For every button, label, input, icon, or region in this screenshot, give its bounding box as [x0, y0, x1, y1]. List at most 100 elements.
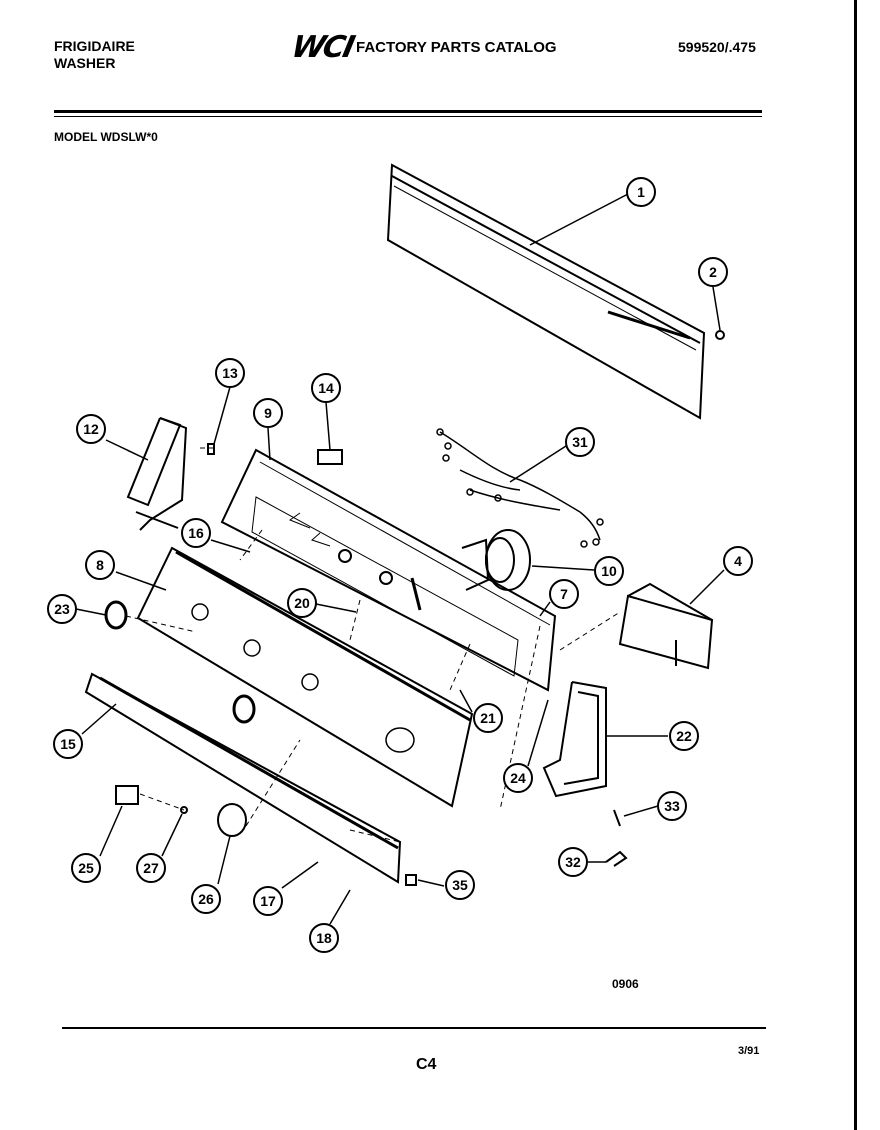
callout-9: 9 [253, 398, 283, 428]
model-label: MODEL WDSLW*0 [54, 130, 158, 144]
callout-label: 22 [676, 728, 692, 744]
page-edge [854, 0, 857, 1130]
callout-label: 10 [601, 563, 617, 579]
callout-circle [215, 358, 245, 388]
part-10-timer [461, 529, 531, 591]
part-25-knob [115, 785, 139, 805]
part-23-knob [104, 600, 128, 630]
callout-label: 32 [565, 854, 581, 870]
callout-17: 17 [253, 886, 283, 916]
callout-circle [723, 546, 753, 576]
drawing-number: 0906 [612, 977, 639, 991]
callout-circle [698, 257, 728, 287]
callout-2: 2 [698, 257, 728, 287]
callout-circle [85, 550, 115, 580]
brand-header: FRIGIDAIRE WASHER [54, 38, 135, 72]
callout-label: 35 [452, 877, 468, 893]
part-13-clip [207, 443, 215, 455]
callout-1: 1 [626, 177, 656, 207]
callout-circle [558, 847, 588, 877]
callout-label: 26 [198, 891, 214, 907]
callout-label: 8 [96, 557, 104, 573]
callout-label: 31 [572, 434, 588, 450]
callout-circle [309, 923, 339, 953]
part-number: 599520/.475 [678, 39, 756, 55]
callout-18: 18 [309, 923, 339, 953]
callout-12: 12 [76, 414, 106, 444]
callout-circle [626, 177, 656, 207]
part-32-clip [605, 850, 628, 867]
parts-drawing [84, 163, 725, 886]
part-31-wiring-harness [436, 428, 604, 548]
header-rule-thin [54, 116, 762, 117]
part-35-screw [405, 874, 417, 886]
callout-22: 22 [669, 721, 699, 751]
callout-circle [253, 398, 283, 428]
callout-label: 16 [188, 525, 204, 541]
callout-circle [669, 721, 699, 751]
part-22-end-cap [542, 681, 607, 798]
callout-24: 24 [503, 763, 533, 793]
leader-lines [75, 193, 725, 925]
callout-label: 27 [143, 860, 159, 876]
page-code: C4 [416, 1056, 437, 1073]
callout-label: 9 [264, 405, 272, 421]
callout-31: 31 [565, 427, 595, 457]
callout-label: 20 [294, 595, 310, 611]
callout-label: 17 [260, 893, 276, 909]
callout-15: 15 [53, 729, 83, 759]
callout-16: 16 [181, 518, 211, 548]
part-23b-knob [232, 694, 256, 724]
callout-label: 21 [480, 710, 496, 726]
callout-35: 35 [445, 870, 475, 900]
callout-label: 7 [560, 586, 568, 602]
callout-label: 23 [54, 601, 70, 617]
callout-23: 23 [47, 594, 77, 624]
callout-circle [549, 579, 579, 609]
callout-33: 33 [657, 791, 687, 821]
part-9-control-panel [220, 448, 557, 692]
product-type: WASHER [54, 55, 116, 71]
callout-8: 8 [85, 550, 115, 580]
callout-circle [191, 884, 221, 914]
callout-circle [136, 853, 166, 883]
callout-label: 18 [316, 930, 332, 946]
callout-circle [53, 729, 83, 759]
callout-26: 26 [191, 884, 221, 914]
revision-date: 3/91 [738, 1045, 760, 1057]
part-2-screw [715, 330, 725, 340]
part-33-screw [613, 809, 621, 827]
part-15-trim [84, 672, 402, 884]
brand-name: FRIGIDAIRE [54, 38, 135, 54]
callout-label: 15 [60, 736, 76, 752]
callout-13: 13 [215, 358, 245, 388]
callout-25: 25 [71, 853, 101, 883]
callout-20: 20 [287, 588, 317, 618]
part-27-clip [180, 806, 188, 814]
part-26-dial [217, 803, 247, 837]
callout-circle [503, 763, 533, 793]
catalog-title: FACTORY PARTS CATALOG [356, 39, 557, 56]
callout-circle [76, 414, 106, 444]
callout-circle [71, 853, 101, 883]
callout-circle [287, 588, 317, 618]
callout-label: 25 [78, 860, 94, 876]
callout-circle [594, 556, 624, 586]
callout-label: 14 [318, 380, 334, 396]
callout-4: 4 [723, 546, 753, 576]
callout-label: 12 [83, 421, 99, 437]
callout-label: 2 [709, 264, 717, 280]
callout-7: 7 [549, 579, 579, 609]
callout-circle [181, 518, 211, 548]
callout-label: 24 [510, 770, 526, 786]
callout-circle [445, 870, 475, 900]
callout-27: 27 [136, 853, 166, 883]
callout-circle [47, 594, 77, 624]
part-12-bracket [126, 417, 188, 531]
callout-label: 33 [664, 798, 680, 814]
part-14-switch [317, 449, 343, 465]
callout-10: 10 [594, 556, 624, 586]
part-4-pressure-switch [618, 582, 714, 670]
part-8-console-front [136, 546, 474, 808]
